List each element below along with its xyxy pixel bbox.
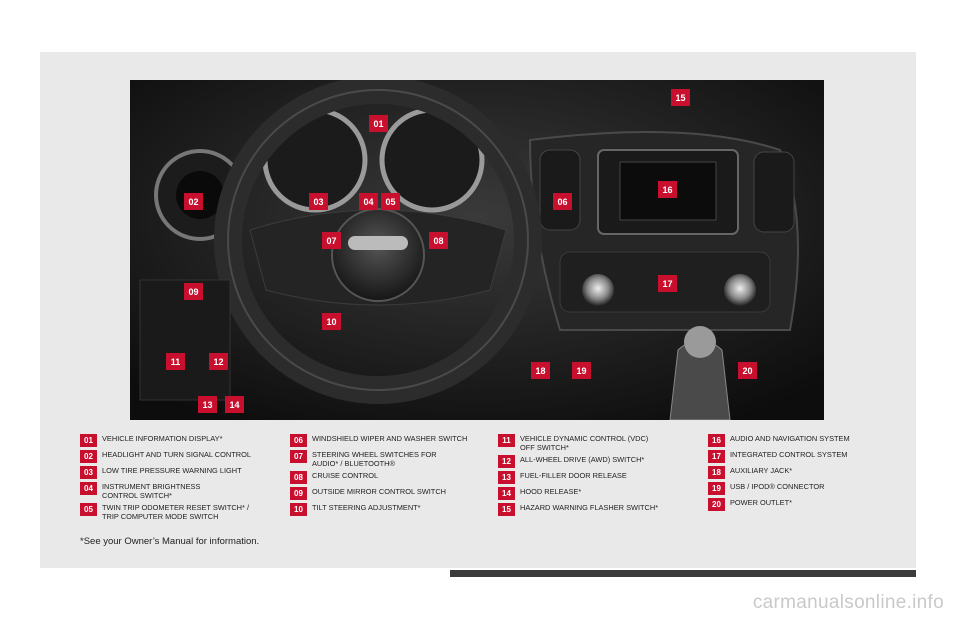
legend-column-3: 11 VEHICLE DYNAMIC CONTROL (VDC) OFF SWIT… xyxy=(498,434,703,519)
legend-number: 15 xyxy=(498,503,515,516)
callout-20: 20 xyxy=(738,362,757,379)
watermark: carmanualsonline.info xyxy=(752,592,944,613)
legend-item: 08 CRUISE CONTROL xyxy=(290,471,495,484)
legend-text: TILT STEERING ADJUSTMENT* xyxy=(312,503,421,512)
callout-09: 09 xyxy=(184,283,203,300)
legend-number: 07 xyxy=(290,450,307,463)
legend-item: 16 AUDIO AND NAVIGATION SYSTEM xyxy=(708,434,908,447)
legend-text: AUXILIARY JACK* xyxy=(730,466,793,475)
callout-11: 11 xyxy=(166,353,185,370)
legend-number: 13 xyxy=(498,471,515,484)
legend-item: 10 TILT STEERING ADJUSTMENT* xyxy=(290,503,495,516)
callout-06: 06 xyxy=(553,193,572,210)
legend-item: 14 HOOD RELEASE* xyxy=(498,487,703,500)
legend-number: 12 xyxy=(498,455,515,468)
legend-number: 05 xyxy=(80,503,97,516)
legend-text: INTEGRATED CONTROL SYSTEM xyxy=(730,450,848,459)
legend-text: AUDIO AND NAVIGATION SYSTEM xyxy=(730,434,850,443)
legend-item: 04 INSTRUMENT BRIGHTNESS CONTROL SWITCH* xyxy=(80,482,285,500)
legend-text: USB / IPOD® CONNECTOR xyxy=(730,482,825,491)
callout-12: 12 xyxy=(209,353,228,370)
callout-07: 07 xyxy=(322,232,341,249)
callout-08: 08 xyxy=(429,232,448,249)
legend-text: INSTRUMENT BRIGHTNESS CONTROL SWITCH* xyxy=(102,482,201,500)
legend-column-2: 06 WINDSHIELD WIPER AND WASHER SWITCH 07 S… xyxy=(290,434,495,519)
dashboard-photo xyxy=(130,80,824,420)
legend-text: CRUISE CONTROL xyxy=(312,471,379,480)
legend-text: LOW TIRE PRESSURE WARNING LIGHT xyxy=(102,466,242,475)
callout-18: 18 xyxy=(531,362,550,379)
legend-text: VEHICLE INFORMATION DISPLAY* xyxy=(102,434,223,443)
legend-item: 13 FUEL-FILLER DOOR RELEASE xyxy=(498,471,703,484)
legend-number: 06 xyxy=(290,434,307,447)
legend-item: 02 HEADLIGHT AND TURN SIGNAL CONTROL xyxy=(80,450,285,463)
legend-item: 06 WINDSHIELD WIPER AND WASHER SWITCH xyxy=(290,434,495,447)
callout-03: 03 xyxy=(309,193,328,210)
legend-column-4: 16 AUDIO AND NAVIGATION SYSTEM 17 INTEGRAT… xyxy=(708,434,908,514)
dashboard-illustration xyxy=(130,80,824,420)
legend-item: 07 STEERING WHEEL SWITCHES FOR AUDIO* / B… xyxy=(290,450,495,468)
legend-number: 09 xyxy=(290,487,307,500)
legend-item: 03 LOW TIRE PRESSURE WARNING LIGHT xyxy=(80,466,285,479)
legend-number: 16 xyxy=(708,434,725,447)
legend-text: HOOD RELEASE* xyxy=(520,487,582,496)
legend-number: 02 xyxy=(80,450,97,463)
legend-item: 12 ALL-WHEEL DRIVE (AWD) SWITCH* xyxy=(498,455,703,468)
legend-number: 19 xyxy=(708,482,725,495)
callout-02: 02 xyxy=(184,193,203,210)
legend-item: 15 HAZARD WARNING FLASHER SWITCH* xyxy=(498,503,703,516)
callout-19: 19 xyxy=(572,362,591,379)
callout-13: 13 xyxy=(198,396,217,413)
legend-item: 09 OUTSIDE MIRROR CONTROL SWITCH xyxy=(290,487,495,500)
legend-text: TWIN TRIP ODOMETER RESET SWITCH* / TRIP … xyxy=(102,503,250,521)
legend-item: 19 USB / IPOD® CONNECTOR xyxy=(708,482,908,495)
callout-10: 10 xyxy=(322,313,341,330)
legend-column-1: 01 VEHICLE INFORMATION DISPLAY* 02 HEADLIG… xyxy=(80,434,285,524)
legend-item: 17 INTEGRATED CONTROL SYSTEM xyxy=(708,450,908,463)
footer-bar xyxy=(450,570,916,577)
callout-17: 17 xyxy=(658,275,677,292)
legend-number: 10 xyxy=(290,503,307,516)
footnote: *See your Owner’s Manual for information… xyxy=(80,536,260,547)
legend-number: 03 xyxy=(80,466,97,479)
legend-number: 01 xyxy=(80,434,97,447)
legend-number: 18 xyxy=(708,466,725,479)
legend-item: 18 AUXILIARY JACK* xyxy=(708,466,908,479)
callout-04: 04 xyxy=(359,193,378,210)
legend-text: WINDSHIELD WIPER AND WASHER SWITCH xyxy=(312,434,468,443)
legend-number: 14 xyxy=(498,487,515,500)
legend-text: ALL-WHEEL DRIVE (AWD) SWITCH* xyxy=(520,455,645,464)
legend-number: 17 xyxy=(708,450,725,463)
legend-item: 20 POWER OUTLET* xyxy=(708,498,908,511)
callout-01: 01 xyxy=(369,115,388,132)
legend-number: 11 xyxy=(498,434,515,447)
legend-number: 04 xyxy=(80,482,97,495)
legend-text: POWER OUTLET* xyxy=(730,498,793,507)
legend-item: 05 TWIN TRIP ODOMETER RESET SWITCH* / TRI… xyxy=(80,503,285,521)
legend-item: 11 VEHICLE DYNAMIC CONTROL (VDC) OFF SWIT… xyxy=(498,434,703,452)
callout-15: 15 xyxy=(671,89,690,106)
legend-text: VEHICLE DYNAMIC CONTROL (VDC) OFF SWITCH… xyxy=(520,434,649,452)
legend-item: 01 VEHICLE INFORMATION DISPLAY* xyxy=(80,434,285,447)
legend-number: 08 xyxy=(290,471,307,484)
legend-number: 20 xyxy=(708,498,725,511)
legend-text: HEADLIGHT AND TURN SIGNAL CONTROL xyxy=(102,450,251,459)
callout-14: 14 xyxy=(225,396,244,413)
legend-text: FUEL-FILLER DOOR RELEASE xyxy=(520,471,627,480)
legend-text: STEERING WHEEL SWITCHES FOR AUDIO* / BLU… xyxy=(312,450,437,468)
callout-05: 05 xyxy=(381,193,400,210)
legend-text: OUTSIDE MIRROR CONTROL SWITCH xyxy=(312,487,446,496)
callout-16: 16 xyxy=(658,181,677,198)
legend-text: HAZARD WARNING FLASHER SWITCH* xyxy=(520,503,659,512)
